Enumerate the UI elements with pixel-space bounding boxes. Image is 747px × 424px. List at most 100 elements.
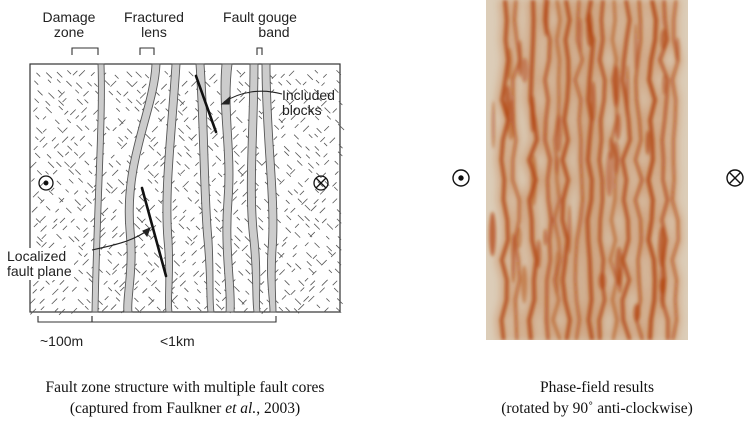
hatch-mark xyxy=(84,160,90,166)
hatch-mark xyxy=(304,242,309,247)
hatch-mark xyxy=(258,225,264,231)
hatch-mark xyxy=(242,128,247,133)
hatch-mark xyxy=(147,261,153,266)
hatch-mark xyxy=(126,128,133,134)
hatch-mark xyxy=(336,69,342,76)
hatch-mark xyxy=(112,126,117,132)
hatch-mark xyxy=(118,136,124,142)
hatch-mark xyxy=(239,71,246,78)
hatch-mark xyxy=(221,278,226,283)
hatch-mark xyxy=(337,123,345,131)
hatch-mark xyxy=(173,260,180,267)
hatch-mark xyxy=(46,154,52,159)
hatch-mark xyxy=(292,253,297,258)
hatch-mark xyxy=(314,242,320,249)
hatch-mark xyxy=(71,286,77,292)
hatch-mark xyxy=(79,135,86,141)
crack-blob xyxy=(521,57,529,83)
label-line: Fault gouge xyxy=(223,9,297,25)
hatch-mark xyxy=(56,180,62,186)
hatch-mark xyxy=(36,241,41,246)
hatch-mark xyxy=(136,89,141,94)
hatch-mark xyxy=(209,73,216,81)
hatch-mark xyxy=(40,225,47,232)
hatch-mark xyxy=(143,164,150,170)
hatch-mark xyxy=(337,261,342,266)
hatch-mark xyxy=(37,196,43,202)
hatch-mark xyxy=(172,278,178,284)
hatch-mark xyxy=(78,269,83,275)
hatch-mark xyxy=(286,172,292,178)
label-line: zone xyxy=(53,24,85,40)
hatch-mark xyxy=(297,198,303,203)
hatch-mark xyxy=(110,80,117,87)
caption-line-2: (captured from Faulkner et al., 2003) xyxy=(0,398,370,419)
hatch-mark xyxy=(126,71,133,78)
hatch-mark xyxy=(154,106,160,112)
crack-streak xyxy=(543,0,553,340)
phase-field-cracks xyxy=(489,0,680,340)
hatch-mark xyxy=(177,172,182,176)
hatch-mark xyxy=(80,115,87,121)
hatch-mark xyxy=(76,124,83,132)
hatch-mark xyxy=(84,190,89,194)
hatch-mark xyxy=(320,100,327,107)
hatch-mark xyxy=(72,260,79,266)
hatch-mark xyxy=(45,280,50,285)
hatch-mark xyxy=(141,83,147,89)
hatch-mark xyxy=(236,69,242,75)
hatch-mark xyxy=(306,261,312,267)
hatch-mark xyxy=(238,298,245,305)
hatch-mark xyxy=(83,253,88,258)
hatch-mark xyxy=(324,180,330,186)
hatch-mark xyxy=(321,198,326,203)
hatch-mark xyxy=(212,133,218,140)
phase-field-image xyxy=(486,0,688,340)
localized-fault-plane-label: Localized fault plane xyxy=(5,248,74,280)
hatch-mark xyxy=(101,171,107,177)
hatch-mark xyxy=(40,286,45,291)
hatch-mark xyxy=(101,197,106,202)
hatch-mark xyxy=(74,169,81,176)
hatch-mark xyxy=(308,285,315,292)
hatch-mark xyxy=(140,151,145,156)
hatch-mark xyxy=(245,269,251,275)
hatch-mark xyxy=(233,242,240,249)
hatch-mark xyxy=(144,223,150,229)
hatch-mark xyxy=(201,259,206,264)
hatch-mark xyxy=(289,169,296,175)
hatch-mark xyxy=(260,269,267,276)
hatch-mark xyxy=(214,280,221,286)
hatch-mark xyxy=(36,127,43,134)
hatch-mark xyxy=(190,217,195,222)
hatch-mark xyxy=(117,141,122,147)
hatch-mark xyxy=(111,269,117,275)
crack-streak xyxy=(560,0,572,340)
hatch-mark xyxy=(233,98,238,103)
hatch-mark xyxy=(312,254,318,260)
hatch-mark xyxy=(316,304,321,309)
hatch-mark xyxy=(336,209,342,214)
hatch-mark xyxy=(314,218,319,223)
hatch-mark xyxy=(233,180,238,185)
hatch-mark xyxy=(78,252,82,257)
hatch-mark xyxy=(36,170,42,176)
crack-blob xyxy=(530,95,535,133)
hatch-mark xyxy=(131,81,138,87)
hatch-mark xyxy=(336,80,341,85)
hatch-mark xyxy=(274,163,280,169)
hatch-mark xyxy=(33,223,38,228)
hatch-mark xyxy=(85,197,92,204)
hatch-mark xyxy=(271,99,276,104)
hatch-mark xyxy=(297,182,303,188)
hatch-mark xyxy=(215,262,222,269)
fractured-lens-bracket xyxy=(139,47,155,55)
hatch-mark xyxy=(78,245,83,251)
hatch-mark xyxy=(278,109,285,116)
hatch-mark xyxy=(304,277,309,282)
hatch-mark xyxy=(246,260,252,266)
hatch-mark xyxy=(288,70,295,77)
hatch-mark xyxy=(279,179,285,185)
hatch-mark xyxy=(111,169,119,177)
hatch-mark xyxy=(88,170,93,175)
